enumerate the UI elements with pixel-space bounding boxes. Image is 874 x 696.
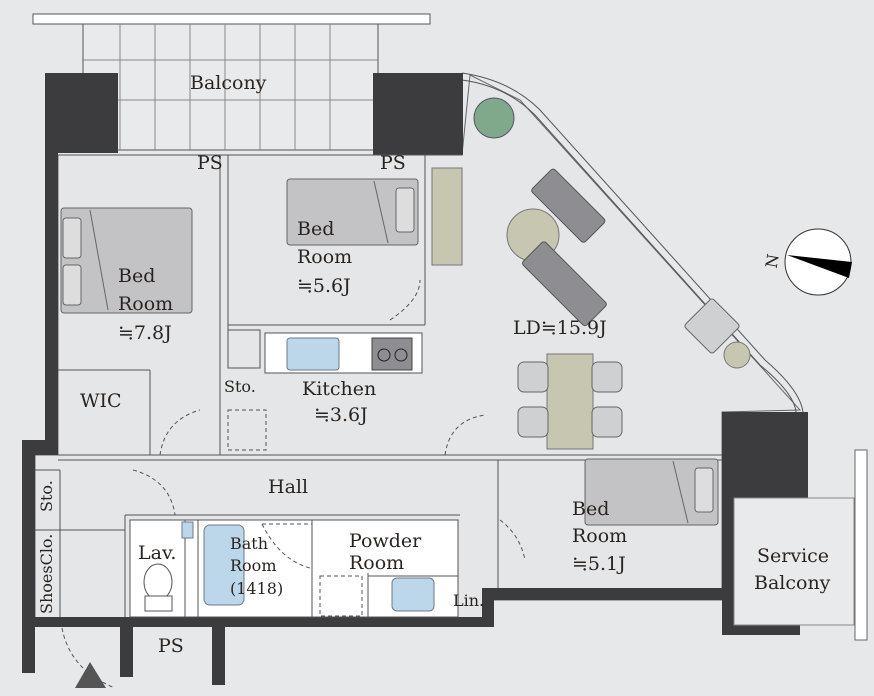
hall-label: Hall — [268, 476, 308, 498]
side-table — [723, 341, 751, 369]
armchair — [684, 298, 740, 354]
ps-label: PS — [197, 152, 223, 174]
service-balcony — [733, 497, 855, 626]
bath-label: Room — [230, 556, 276, 575]
plant-icon — [473, 97, 515, 139]
lin-label: Lin. — [453, 591, 484, 610]
bed-room-size: ≒5.6J — [297, 275, 351, 297]
ps-label: PS — [380, 152, 406, 174]
sto-kitchen-hatch — [227, 409, 267, 451]
balcony-label: Balcony — [190, 72, 267, 94]
svg-text:N: N — [762, 253, 783, 270]
bed-room-label: Bed — [572, 498, 609, 520]
bed-5-6j — [286, 178, 419, 246]
entrance-icon — [75, 662, 106, 688]
ps-label: PS — [158, 635, 184, 657]
dining-chair — [517, 406, 549, 438]
dining-table — [546, 353, 594, 450]
bed-7-8j — [60, 207, 193, 314]
lav-sink — [181, 521, 194, 539]
dining-chair — [517, 361, 549, 393]
powder-room-label: Room — [349, 552, 404, 574]
stove-icon — [371, 337, 413, 371]
bed-room-label: Room — [297, 246, 352, 268]
toilet — [143, 563, 173, 601]
bath-label: Bath — [230, 534, 268, 553]
bed-room-label: Room — [572, 525, 627, 547]
powder-sink — [391, 577, 435, 612]
sofa — [522, 168, 607, 327]
kitchen-size: ≒3.6J — [314, 404, 368, 426]
kitchen-sink — [286, 337, 340, 371]
bed-room-label: Bed — [118, 265, 155, 287]
lav-label: Lav. — [138, 542, 176, 564]
bed-room-label: Bed — [297, 218, 334, 240]
bed-room-size: ≒7.8J — [118, 322, 172, 344]
dining-chair — [591, 406, 623, 438]
tv-console — [431, 167, 463, 266]
stair-storage — [227, 329, 261, 369]
service-balcony-label: Balcony — [754, 572, 831, 594]
wic-label: WIC — [80, 390, 122, 412]
walls — [22, 73, 808, 685]
facade-rail — [461, 72, 804, 413]
compass-icon: N — [762, 228, 852, 296]
service-balcony-label: Service — [757, 545, 829, 567]
bathtub — [203, 524, 245, 606]
dining-chair — [591, 361, 623, 393]
bed-room-size: ≒5.1J — [572, 553, 626, 575]
kitchen-label: Kitchen — [302, 378, 376, 400]
bed-5-1j — [584, 458, 719, 526]
bed-room-label: Room — [118, 293, 173, 315]
ld-label: LD≒15.9J — [513, 317, 607, 339]
floor-hatch — [319, 575, 363, 617]
bath-size: (1418) — [230, 579, 283, 598]
powder-room-label: Powder — [349, 530, 422, 552]
shoes-closet-label: ShoesClo. — [37, 534, 56, 614]
sto-label: Sto. — [224, 377, 256, 396]
sto-label: Sto. — [37, 480, 56, 512]
door-swings — [61, 279, 526, 689]
